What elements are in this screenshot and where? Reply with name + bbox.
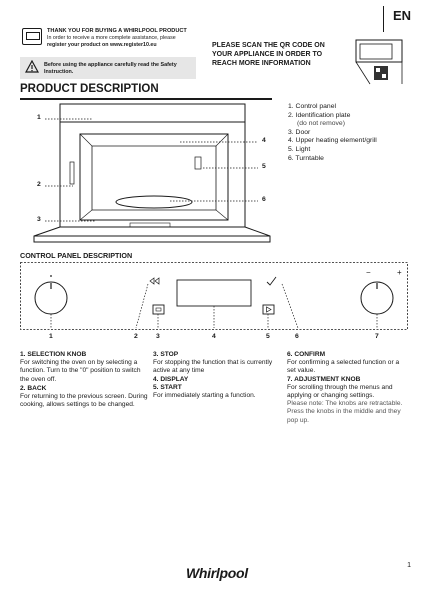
cp-number-7: 7 (375, 333, 379, 340)
thanks-title: THANK YOU FOR BUYING A WHIRLPOOL PRODUCT (47, 28, 187, 34)
leader-line-6 (170, 200, 258, 202)
knob-note: Please note: The knobs are retractable. … (287, 400, 403, 424)
part-item: 2. Identification plate (288, 111, 351, 119)
control-panel-title: CONTROL PANEL DESCRIPTION (20, 251, 133, 260)
page-number: 1 (407, 562, 411, 569)
leader-line-4 (180, 141, 258, 143)
leader-line-1 (45, 118, 93, 120)
part-item: 4. Upper heating element/grill (288, 137, 377, 145)
safety-text: Before using the appliance carefully rea… (44, 62, 177, 75)
monitor-icon (22, 28, 42, 45)
section-divider (20, 98, 272, 100)
description-column-1: 1. SELECTION KNOB For switching the oven… (20, 351, 148, 409)
cp-number-6: 6 (295, 333, 299, 340)
item-text: For returning to the previous screen. Du… (20, 393, 148, 409)
qr-instructions: PLEASE SCAN THE QR CODE ON YOUR APPLIANC… (212, 42, 325, 67)
cp-number-3: 3 (156, 333, 160, 340)
language-code: EN (393, 8, 412, 23)
warning-icon (25, 60, 39, 73)
item-heading: 4. DISPLAY (153, 375, 189, 383)
item-heading: 7. ADJUSTMENT KNOB (287, 375, 361, 383)
callout-2: 2 (37, 181, 41, 188)
plus-symbol: + (397, 268, 402, 277)
cp-number-5: 5 (266, 333, 270, 340)
part-note: (do not remove) (297, 120, 345, 128)
leader-line-5 (203, 167, 258, 169)
parts-list: 1. Control panel 2. Identification plate… (288, 103, 377, 163)
item-text: For scrolling through the menus and appl… (287, 383, 393, 400)
item-heading: 3. STOP (153, 351, 179, 358)
callout-4: 4 (262, 137, 266, 144)
description-column-2: 3. STOP For stopping the function that i… (153, 351, 281, 400)
item-text: For stopping the function that is curren… (153, 359, 273, 375)
control-panel-illustration (20, 262, 408, 330)
part-item: 1. Control panel (288, 103, 336, 110)
language-divider (383, 6, 384, 32)
item-text: For switching the oven on by selecting a… (20, 359, 141, 383)
callout-1: 1 (37, 114, 41, 121)
item-heading: 6. CONFIRM (287, 351, 326, 358)
appliance-qr-illustration (355, 39, 403, 85)
item-heading: 2. BACK (20, 384, 47, 392)
leader-line-2 (45, 185, 73, 187)
oven-illustration (33, 103, 271, 243)
item-text: For confirming a selected function or a … (287, 359, 400, 375)
cp-number-1: 1 (49, 333, 53, 340)
brand-logo: Whirlpool (186, 565, 248, 581)
cp-number-4: 4 (212, 333, 216, 340)
part-item: 5. Light (288, 145, 311, 153)
product-description-title: PRODUCT DESCRIPTION (20, 83, 159, 95)
item-text: For immediately starting a function. (153, 392, 256, 400)
cp-number-2: 2 (134, 333, 138, 340)
part-item: 3. Door (288, 128, 311, 136)
item-heading: 1. SELECTION KNOB (20, 351, 87, 358)
description-column-3: 6. CONFIRM For confirming a selected fun… (287, 351, 409, 425)
part-item: 6. Turntable (288, 154, 324, 162)
item-heading: 5. START (153, 383, 182, 391)
thanks-line-2: register your product on www.register10.… (47, 42, 157, 48)
minus-symbol: − (366, 268, 371, 277)
leader-line-3 (45, 220, 95, 222)
callout-3: 3 (37, 216, 41, 223)
safety-box (20, 57, 196, 79)
callout-5: 5 (262, 163, 266, 170)
thanks-line-1: In order to receive a more complete assi… (47, 35, 176, 41)
callout-6: 6 (262, 196, 266, 203)
